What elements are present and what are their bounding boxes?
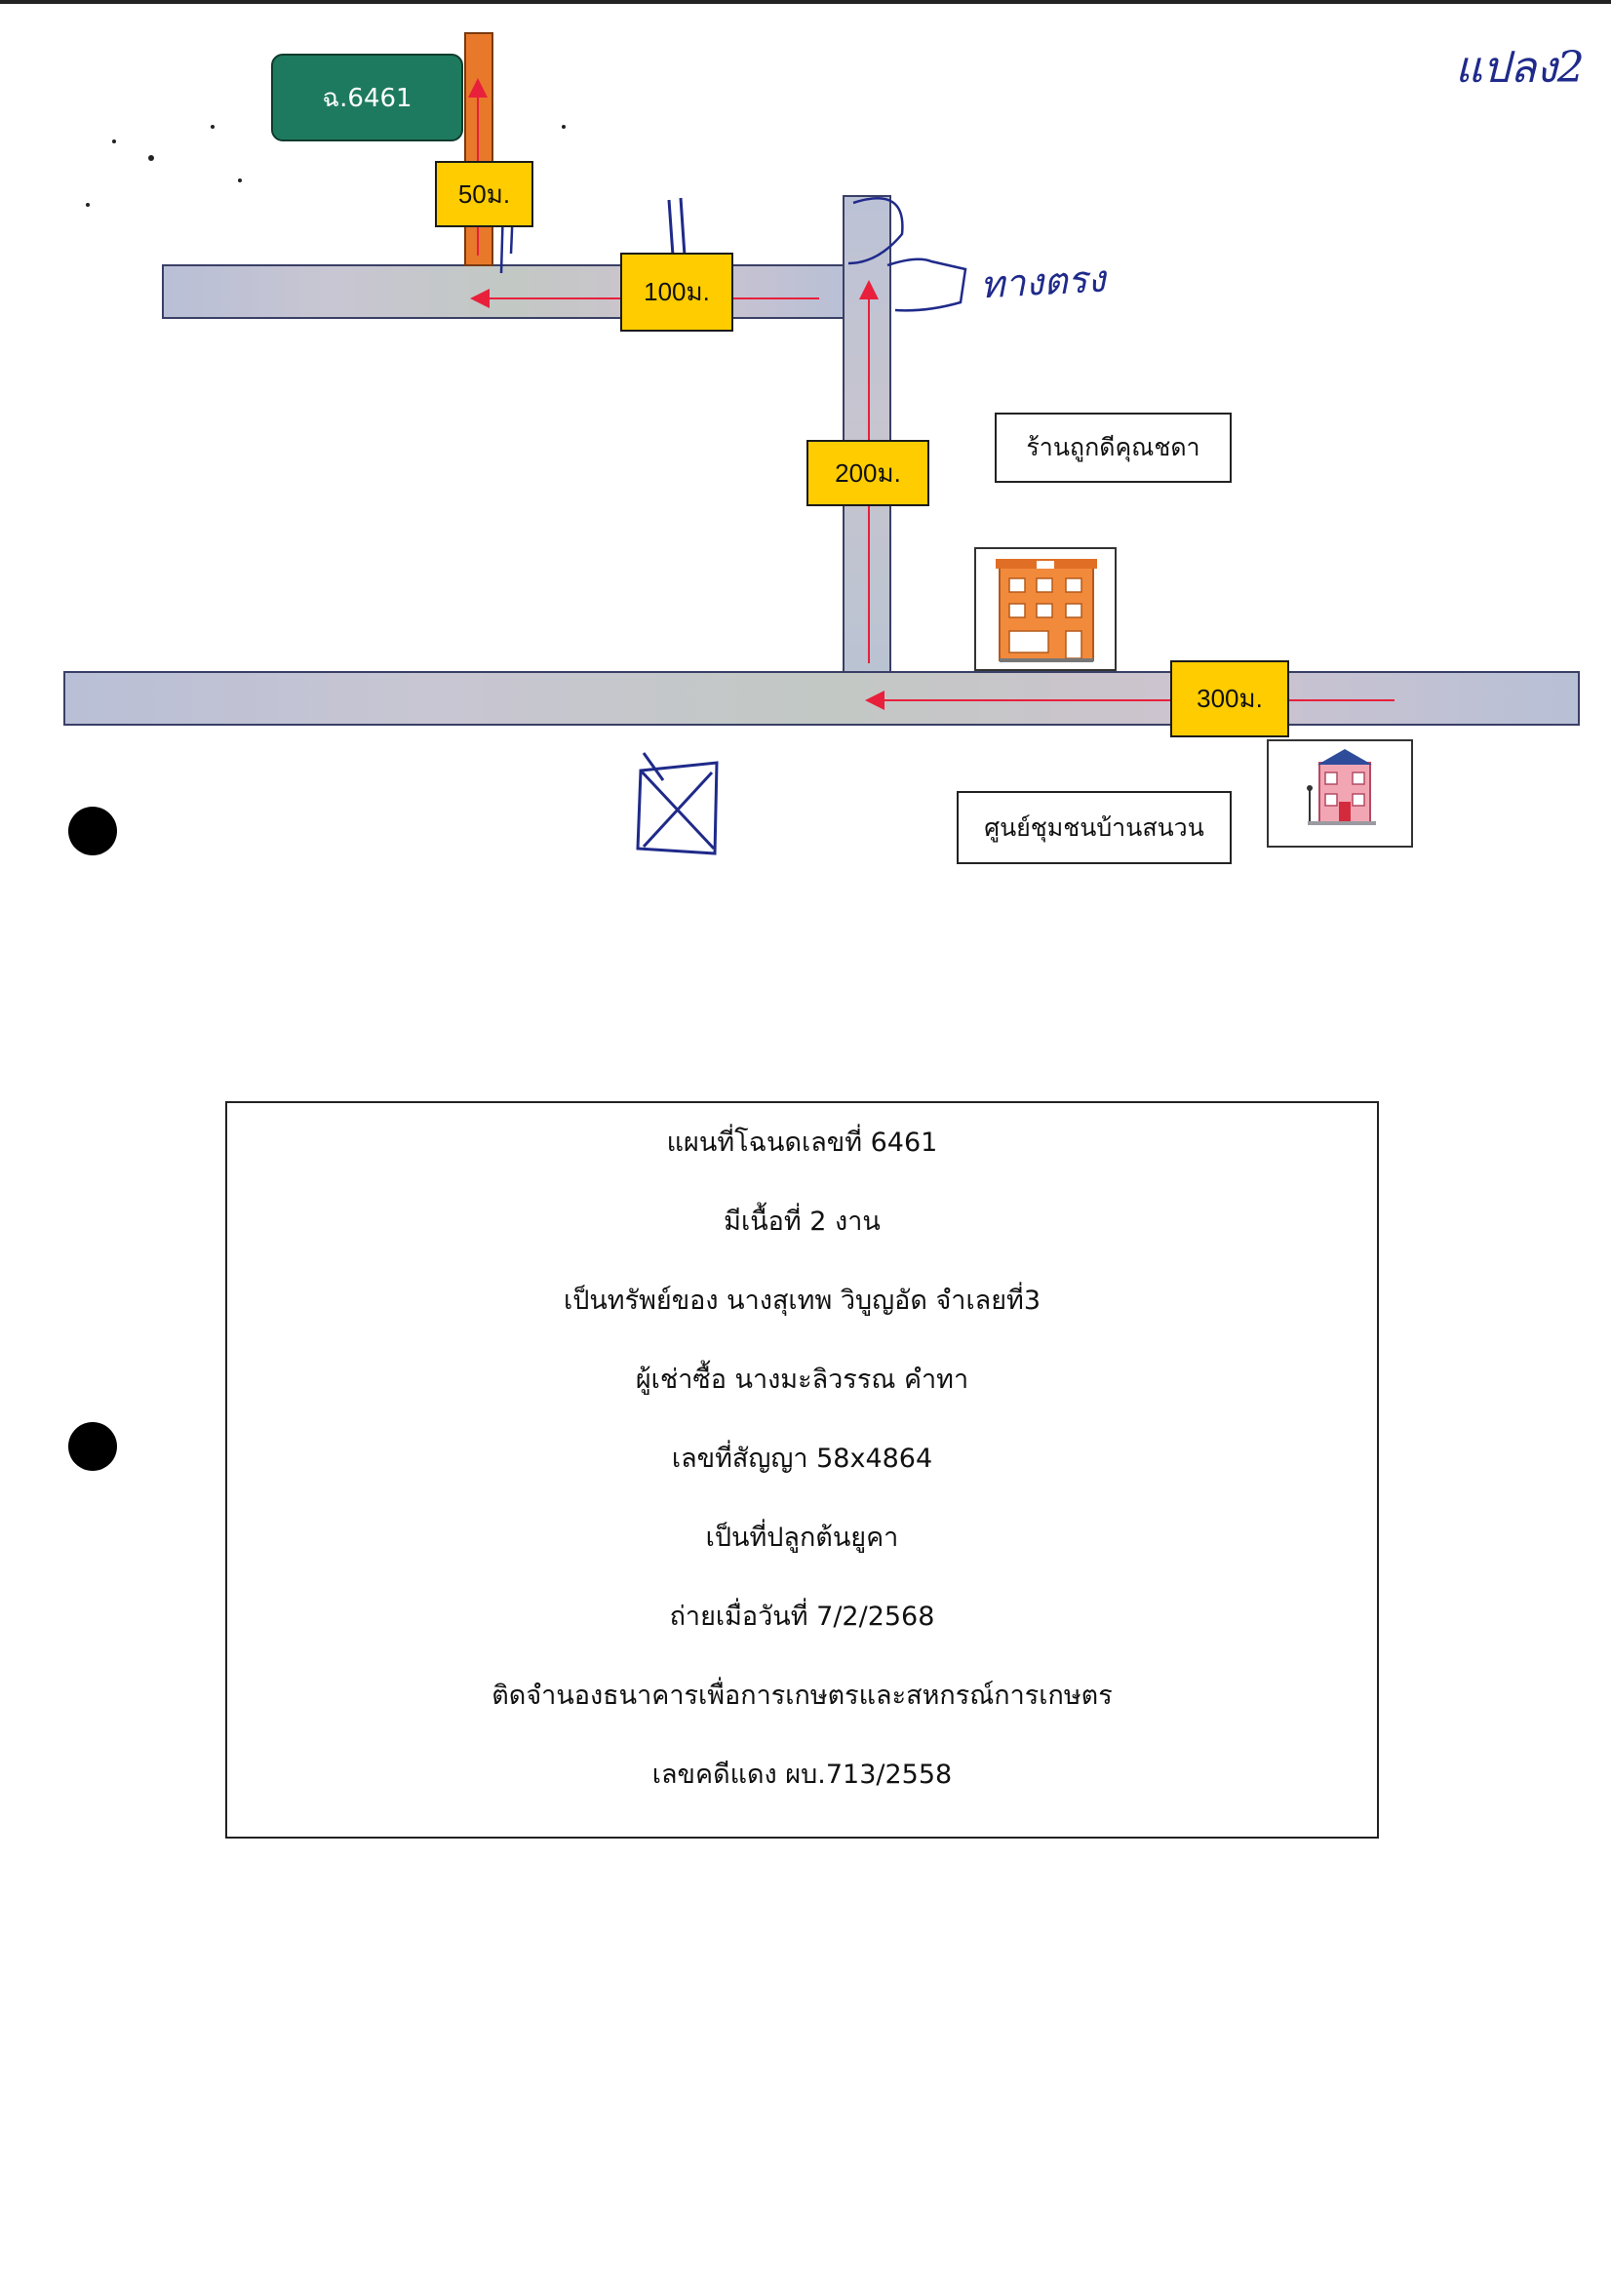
contract-line: เลขที่สัญญา 58x4864	[671, 1444, 933, 1474]
plot-sign-label: ฉ.6461	[322, 83, 413, 113]
destination-x-icon	[636, 752, 719, 855]
main-road	[63, 671, 1580, 726]
corner-handwritten-note: แปลง2	[1455, 43, 1585, 93]
distance-50m: 50ม.	[435, 161, 533, 227]
mortgage-line: ติดจำนองธนาคารเพื่อการเกษตรและสหกรณ์การเ…	[491, 1681, 1113, 1711]
pen-mark-cross-lines	[667, 197, 687, 257]
shop-building-box	[974, 547, 1117, 671]
community-center-label: ศูนย์ชุมชนบ้านสนวน	[957, 791, 1232, 864]
pen-mark-curve	[847, 197, 967, 312]
binder-hole-top	[68, 807, 117, 855]
center-building-box	[1267, 739, 1413, 848]
shop-building-icon	[996, 559, 1097, 662]
connecting-road	[843, 195, 891, 673]
distance-200m: 200ม.	[806, 440, 929, 506]
binder-hole-bottom	[68, 1422, 117, 1471]
owner-line: เป็นทรัพย์ของ นางสุเทพ วิบูญอัด จำเลยที่…	[563, 1286, 1041, 1316]
area-line: มีเนื้อที่ 2 งาน	[724, 1207, 881, 1237]
distance-300m: 300ม.	[1170, 660, 1289, 737]
handwritten-road-note: ทางตรง	[978, 257, 1107, 307]
scan-edge	[0, 0, 1611, 4]
shop-label: ร้านถูกดีคุณชดา	[995, 413, 1232, 483]
community-center-icon	[1307, 749, 1376, 825]
land-use-line: เป็นที่ปลูกต้นยูคา	[705, 1523, 899, 1553]
plot-sign: ฉ.6461	[271, 54, 463, 141]
distance-100m: 100ม.	[620, 253, 733, 332]
case-number-line: เลขคดีแดง ผบ.713/2558	[651, 1760, 953, 1790]
deed-info-box: แผนที่โฉนดเลขที่ 6461 มีเนื้อที่ 2 งาน เ…	[225, 1101, 1379, 1839]
buyer-line: ผู้เช่าซื้อ นางมะลิวรรณ คำทา	[635, 1365, 969, 1395]
deed-title: แผนที่โฉนดเลขที่ 6461	[666, 1128, 938, 1158]
photo-date-line: ถ่ายเมื่อวันที่ 7/2/2568	[669, 1602, 935, 1632]
